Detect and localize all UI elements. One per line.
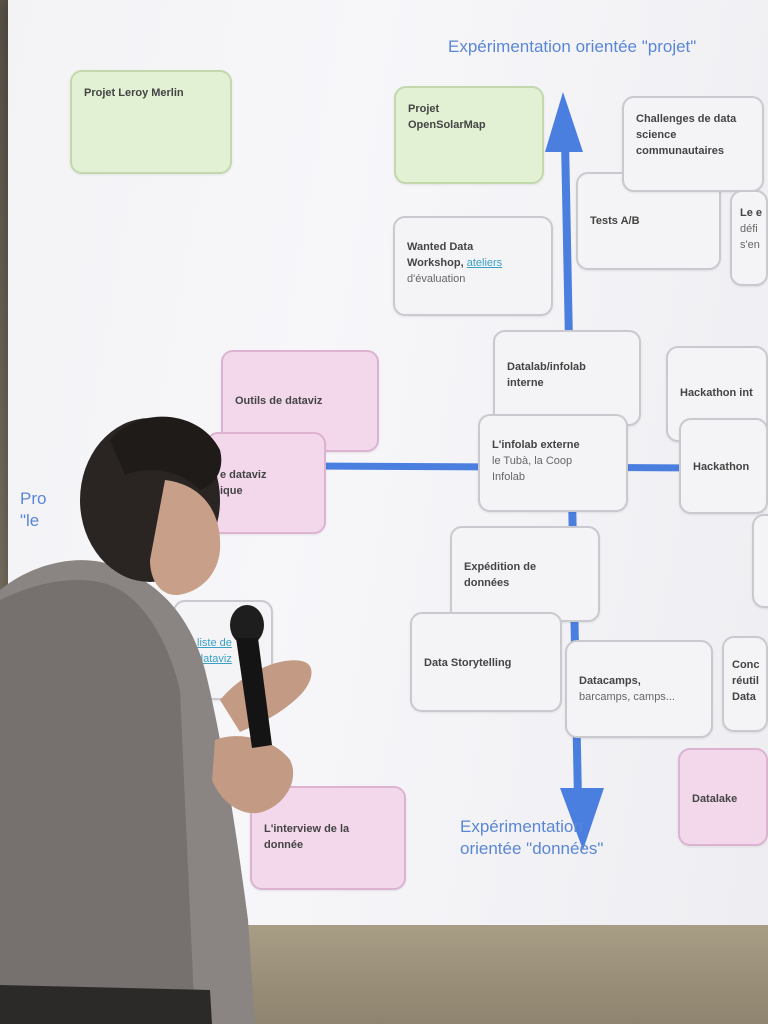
- card-expedition-line1: Expédition de: [464, 561, 537, 573]
- speaker-head: [80, 416, 222, 596]
- card-right-edge-line3: s'en: [740, 238, 760, 251]
- axis-label-bottom-line2: orientée "données": [460, 839, 604, 859]
- card-datacamps: Datacamps, barcamps, camps...: [565, 640, 713, 738]
- card-opensolar-line1: Projet: [408, 103, 440, 115]
- axis-label-left: Pro "le: [20, 488, 46, 532]
- card-wanted-line3: d'évaluation: [407, 272, 466, 285]
- ateliers-link[interactable]: ateliers: [466, 256, 503, 269]
- card-hidden-link-line2[interactable]: dataviz: [197, 652, 232, 665]
- axis-label-top: Expérimentation orientée "projet": [448, 37, 697, 56]
- card-wanted-data-workshop: Wanted Data Workshop, ateliers d'évaluat…: [393, 216, 553, 316]
- card-right-edge-top: Le e défi s'en: [730, 190, 768, 286]
- card-datalab-line1: Datalab/infolab: [507, 361, 586, 373]
- card-leroy-text: Projet Leroy Merlin: [84, 87, 184, 99]
- card-datacamps-line1: Datacamps,: [579, 675, 641, 687]
- card-datalake-text: Datalake: [692, 793, 738, 805]
- axis-label-left-line2: "le: [20, 511, 40, 531]
- axis-label-bottom: Expérimentation orientée "données": [460, 816, 603, 860]
- card-datalab-line2: interne: [507, 376, 544, 389]
- speaker-body: [0, 560, 255, 1024]
- card-concours-partial: Conc réutil Data: [722, 636, 768, 732]
- card-storytelling-text: Data Storytelling: [424, 657, 512, 669]
- axis-label-left-line1: Pro: [20, 489, 47, 508]
- speaker-silhouette: [0, 416, 312, 1024]
- card-data-storytelling: Data Storytelling: [410, 612, 562, 712]
- card-expedition-donnees: Expédition de données: [450, 526, 600, 622]
- card-expedition-line2: données: [464, 576, 510, 589]
- card-hackathon: Hackathon: [679, 418, 768, 514]
- card-conc-line2: réutil: [732, 674, 759, 687]
- card-challenges-text: Challenges de data science communautaire…: [636, 113, 737, 157]
- axis-label-bottom-line1: Expérimentation: [460, 817, 583, 836]
- card-projet-leroy-merlin: Projet Leroy Merlin: [70, 70, 232, 174]
- card-datacamps-line2: barcamps, camps...: [579, 690, 675, 703]
- card-wanted-line2: Workshop, ateliers: [407, 256, 539, 272]
- card-infolab-line2: le Tubà, la Coop: [492, 454, 573, 467]
- card-infolab-externe: L'infolab externe le Tubà, la Coop Infol…: [478, 414, 628, 512]
- card-tests-ab-text: Tests A/B: [590, 215, 640, 227]
- arrow-down-icon: [560, 788, 604, 850]
- card-conc-line1: Conc: [732, 659, 760, 671]
- card-datalab-interne: Datalab/infolab interne: [493, 330, 641, 426]
- card-interview-line2: donnée: [264, 838, 304, 851]
- card-right-edge-line2: défi: [740, 222, 758, 235]
- card-hackathon-int-text: Hackathon int: [680, 387, 753, 399]
- card-hidden-link-line1[interactable]: liste de: [197, 637, 232, 649]
- microphone-icon: [230, 605, 272, 748]
- card-datalake: Datalake: [678, 748, 768, 846]
- card-conc-line3: Data: [732, 690, 756, 703]
- card-dataviz-partial-line2: ique: [220, 484, 243, 497]
- card-hackathon-text: Hackathon: [693, 461, 750, 473]
- arrow-up-icon: [545, 92, 583, 152]
- card-right-edge-line1: Le e: [740, 207, 763, 219]
- card-dataviz-tools-text: Outils de dataviz: [235, 395, 323, 407]
- card-right-edge-mid: [752, 514, 768, 608]
- card-interview-line1: L'interview de la: [264, 823, 350, 835]
- card-dataviz-partial: e dataviz ique: [206, 432, 326, 534]
- card-infolab-line1: L'infolab externe: [492, 439, 580, 451]
- speaker-hand: [212, 660, 312, 814]
- card-dataviz-partial-line1: e dataviz: [220, 469, 267, 481]
- card-wanted-line1: Wanted Data: [407, 241, 474, 253]
- card-wanted-line2-text: Workshop,: [407, 256, 464, 269]
- card-infolab-line3: Infolab: [492, 470, 526, 483]
- card-projet-opensolarmap: Projet OpenSolarMap: [394, 86, 544, 184]
- card-challenges-data-science: Challenges de data science communautaire…: [622, 96, 764, 192]
- card-opensolar-line2: OpenSolarMap: [408, 118, 486, 131]
